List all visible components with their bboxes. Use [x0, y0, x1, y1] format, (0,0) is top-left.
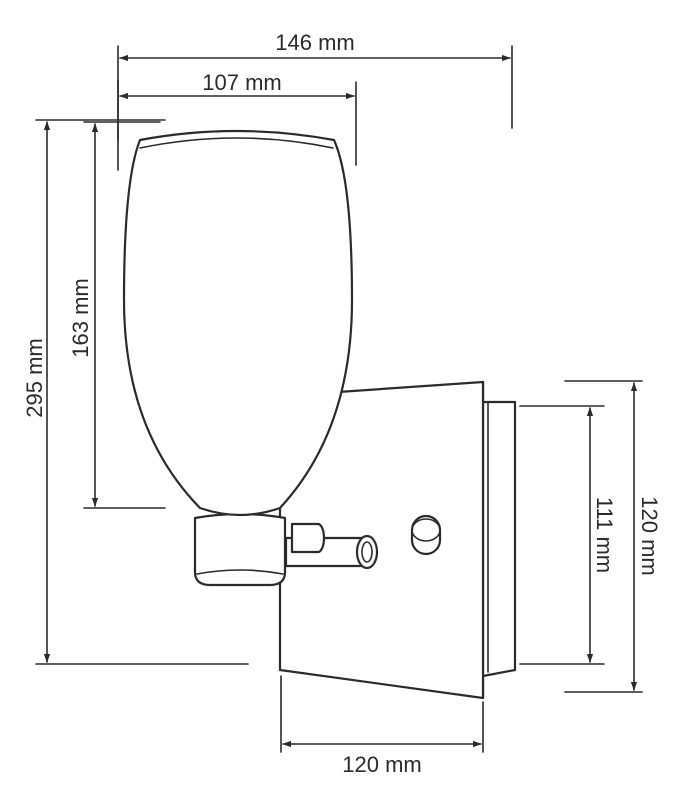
dimension-label-total-width: 146 mm: [275, 30, 354, 55]
dimension-backplate-height: 120 mm: [564, 380, 662, 693]
dimension-backplate-width: 120 mm: [280, 675, 484, 777]
dimension-label-backplate-inner-height: 111 mm: [592, 497, 617, 573]
lamp-holder-rim: [196, 569, 284, 575]
arm-knuckle: [290, 522, 326, 554]
dimension-backplate-inner-height: 111 mm: [519, 405, 617, 665]
dimension-label-total-height: 295 mm: [22, 338, 47, 417]
dimension-total-width: 146 mm: [117, 30, 513, 141]
arm-flange: [355, 534, 379, 570]
arm-flange-inner: [361, 541, 373, 563]
mounting-screw: [410, 514, 442, 556]
dimension-shade-width: 107 mm: [117, 70, 357, 171]
wall-lamp-fixture: [122, 129, 517, 700]
dimension-label-backplate-width: 120 mm: [342, 752, 421, 777]
dimension-shade-height: 163 mm: [68, 121, 166, 509]
mounting-screw-head: [411, 518, 441, 542]
lamp-holder: [193, 512, 287, 587]
dimension-total-height: 295 mm: [22, 119, 249, 665]
glass-shade-rim: [139, 137, 334, 149]
dimension-label-shade-height: 163 mm: [68, 278, 93, 357]
dimension-label-backplate-height: 120 mm: [637, 496, 662, 575]
glass-shade: [122, 129, 354, 517]
dimension-label-shade-width: 107 mm: [202, 70, 281, 95]
